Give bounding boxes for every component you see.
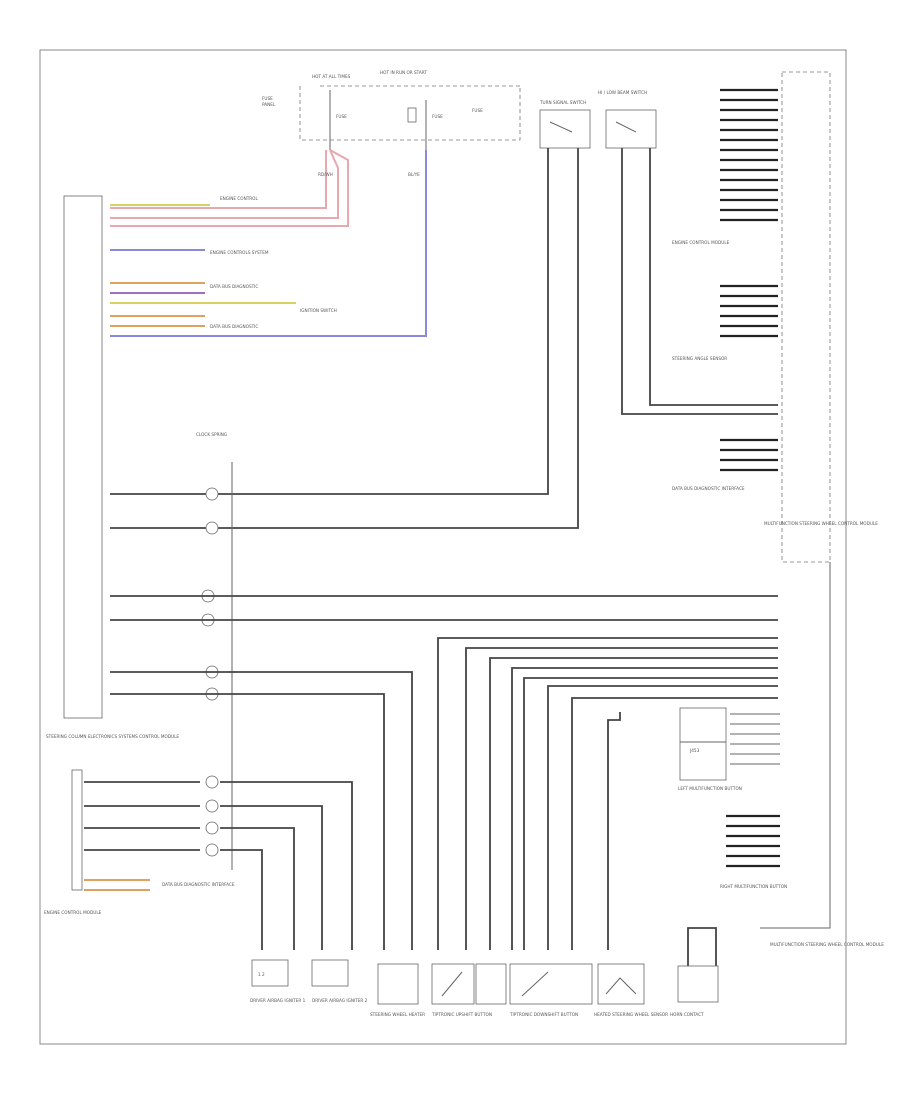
label-engine-ctrl-right: ENGINE CONTROL MODULE [672, 240, 730, 245]
engine-control-module-connector [63, 195, 103, 719]
diagram-frame [39, 49, 847, 1045]
tiptronic-upshift-label: TIPTRONIC UPSHIFT BUTTON [431, 1012, 492, 1017]
right-pins-group-3 [720, 438, 778, 472]
blue-wire-tag: BL/YE [408, 172, 420, 177]
label-ground-top: ENGINE CONTROL [220, 196, 258, 201]
label-data-bus: DATA BUS DIAGNOSTIC [210, 284, 258, 289]
svg-text:FUSE: FUSE [336, 114, 347, 119]
label-data-bus-2: DATA BUS DIAGNOSTIC [210, 324, 258, 329]
tiptronic-downshift [509, 963, 593, 1005]
multifunction-module-box [781, 71, 831, 563]
fuse-panel-outline [299, 86, 521, 141]
horn-switch [475, 963, 507, 1005]
airbag-wire-3 [220, 827, 295, 950]
svg-text:FUSE: FUSE [432, 114, 443, 119]
pink-wire-tag: RD/WH [318, 172, 333, 177]
fuse-left-label: FUSE [262, 96, 273, 101]
hi-low-beam-switch-contact [615, 121, 637, 133]
multifunction-steering-module-bottom-label: MULTIFUNCTION STEERING WHEEL CONTROL MOD… [770, 942, 884, 947]
label-engine-control-lower: ENGINE CONTROL MODULE [44, 910, 102, 915]
horn-contact [677, 965, 719, 1003]
engine-control-module-label: STEERING COLUMN ELECTRONICS SYSTEMS CONT… [46, 734, 179, 739]
fuse-c [407, 107, 417, 123]
steering-wheel-heater [377, 963, 419, 1005]
airbag-wire-2 [220, 805, 323, 950]
heated-steering-wheel-sensor [597, 963, 645, 1005]
bus-wire-7 [571, 697, 778, 950]
wiper-wire [110, 693, 385, 950]
driver-airbag-igniter-1-label: DRIVER AIRBAG IGNITER 1 [250, 998, 306, 1003]
tiptronic-upshift [431, 963, 475, 1005]
horn-contact-wire [687, 927, 717, 968]
turn-signal-switch-contact [549, 121, 573, 133]
right-multifunction-button-label: RIGHT MULTIFUNCTION BUTTON [720, 884, 787, 889]
svg-text:1 2: 1 2 [258, 972, 265, 977]
label-data-bus-lower: DATA BUS DIAGNOSTIC INTERFACE [162, 882, 235, 887]
left-multifunction-button-label: LEFT MULTIFUNCTION BUTTON [678, 786, 742, 791]
steering-wheel-heater-label: STEERING WHEEL HEATER [370, 1012, 425, 1017]
fuse-left-label-2: PANEL [262, 102, 276, 107]
driver-airbag-igniter-1: 1 2 [251, 959, 289, 987]
bus-wire-5 [523, 677, 778, 950]
label-ignition: IGNITION SWITCH [300, 308, 337, 313]
engine-ctrl-lower-connector [71, 769, 83, 891]
left-multifunction-button-box [679, 707, 727, 781]
hi-low-beam-switch-label: HI / LOW BEAM SWITCH [598, 90, 647, 95]
fuse-c-label: FUSE [472, 108, 483, 113]
turn-signal-switch-label: TURN SIGNAL SWITCH [539, 100, 586, 105]
hi-low-wire-2 [621, 148, 778, 415]
fuse-a: FUSE [329, 90, 347, 150]
left-mfb-wires [730, 713, 780, 765]
pink-wire-1 [110, 149, 349, 227]
clock-spring-label: CLOCK SPRING [196, 432, 227, 437]
multifunction-module-label: MULTIFUNCTION STEERING WHEEL CONTROL MOD… [764, 521, 878, 526]
pink-wire-3 [110, 150, 327, 209]
driver-airbag-igniter-2-label: DRIVER AIRBAG IGNITER 2 [312, 998, 368, 1003]
label-data-bus-right: DATA BUS DIAGNOSTIC INTERFACE [672, 486, 745, 491]
bus-wire-4 [511, 667, 778, 950]
right-bus-wire [760, 562, 831, 929]
bus-wire-8 [607, 712, 621, 950]
label-engine-control: ENGINE CONTROLS SYSTEM [210, 250, 269, 255]
bus-wire-1 [437, 637, 778, 950]
hot-at-all-times-label: HOT AT ALL TIMES [312, 74, 351, 79]
fuse-b: FUSE [425, 100, 443, 150]
left-mfb-code: J453 [689, 748, 700, 753]
bus-wire-3 [489, 657, 778, 950]
label-steering-angle: STEERING ANGLE SENSOR [672, 356, 727, 361]
airbag-wire-4 [220, 849, 263, 950]
bus-wire-2 [465, 647, 778, 950]
driver-airbag-igniter-2 [311, 959, 349, 987]
right-mfb-pins [726, 814, 780, 868]
hi-low-wire-1 [110, 148, 579, 529]
turn-signal-wire [110, 148, 549, 495]
tiptronic-downshift-label: TIPTRONIC DOWNSHIFT BUTTON [509, 1012, 578, 1017]
right-pins-group-2 [720, 284, 778, 338]
hot-in-run-start-label: HOT IN RUN OR START [380, 70, 427, 75]
horn-contact-label: HORN CONTACT [670, 1012, 704, 1017]
airbag-wire-1 [220, 781, 353, 950]
right-pins-group-1 [720, 88, 778, 222]
heated-steering-wheel-sensor-label: HEATED STEERING WHEEL SENSOR [594, 1012, 668, 1017]
blue-wire [110, 150, 427, 337]
hi-low-wire-3 [649, 148, 778, 406]
bus-wire-6 [547, 685, 778, 950]
pink-wire-2 [110, 149, 339, 219]
horn-wire [110, 671, 413, 950]
